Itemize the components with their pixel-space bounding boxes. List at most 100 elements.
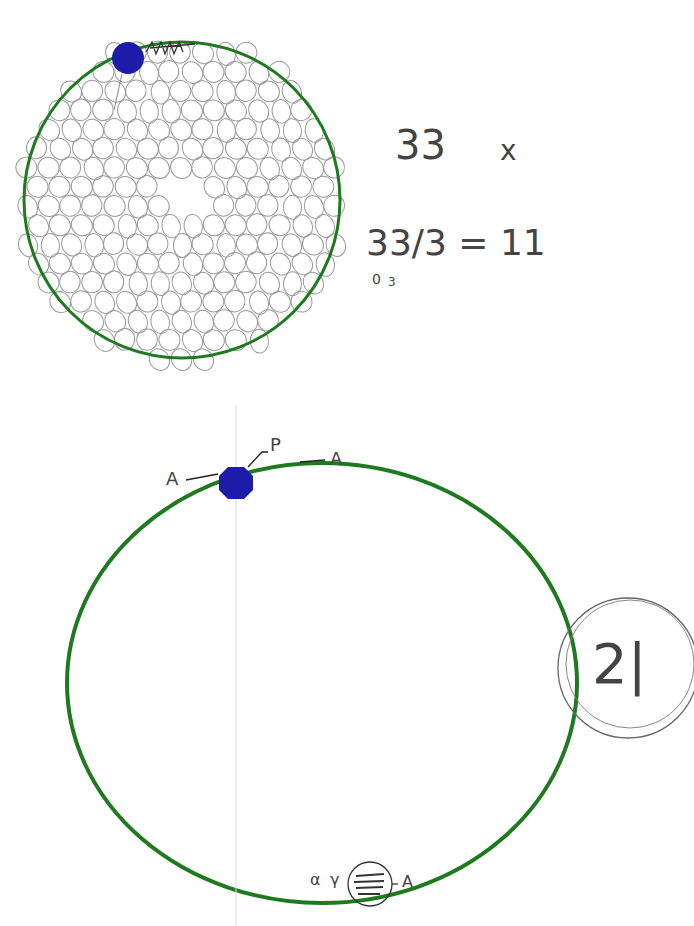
leader-line xyxy=(248,452,268,467)
cell xyxy=(149,309,171,335)
cell xyxy=(199,249,228,278)
cell xyxy=(158,137,179,159)
handwritten-letter: A xyxy=(330,450,342,468)
handwritten-digit: 0 xyxy=(372,272,381,286)
blue-octagon xyxy=(219,467,253,499)
cell xyxy=(283,195,301,219)
cell xyxy=(188,77,217,106)
cell xyxy=(23,172,52,201)
leader-line xyxy=(186,474,218,480)
cell xyxy=(290,212,316,240)
handwritten-letter: A xyxy=(166,470,178,488)
cell xyxy=(182,213,204,239)
cell xyxy=(255,269,283,298)
cell xyxy=(160,213,183,240)
scribble xyxy=(354,874,384,894)
cell xyxy=(298,230,328,260)
cell xyxy=(279,78,305,106)
cell xyxy=(133,211,163,240)
cell xyxy=(113,288,141,317)
cell xyxy=(155,326,184,354)
handwritten-letter: α xyxy=(310,872,321,888)
cell xyxy=(232,153,262,183)
cell xyxy=(266,249,294,278)
cell xyxy=(122,153,152,183)
cell xyxy=(167,345,195,374)
cell xyxy=(188,230,217,259)
cell xyxy=(144,153,174,183)
leader-line xyxy=(114,74,122,110)
circled-number xyxy=(558,598,694,738)
cell xyxy=(234,78,259,103)
cell xyxy=(34,153,63,182)
scribble-circle xyxy=(348,862,392,906)
cell xyxy=(45,173,74,201)
cell xyxy=(189,345,218,375)
cell xyxy=(265,287,295,316)
cell xyxy=(199,58,228,87)
cell xyxy=(215,40,238,67)
cell xyxy=(135,174,159,199)
scribble xyxy=(146,42,195,54)
cell xyxy=(45,211,75,240)
outer-membrane xyxy=(67,463,577,903)
cell xyxy=(257,154,283,182)
cell xyxy=(128,271,149,296)
cell xyxy=(111,172,140,201)
cell xyxy=(166,77,194,105)
cell xyxy=(67,211,97,241)
cell xyxy=(91,288,118,317)
outer-membrane xyxy=(24,42,340,358)
cell xyxy=(245,97,272,126)
cell xyxy=(283,272,301,296)
cell xyxy=(58,230,85,259)
cell xyxy=(45,249,75,279)
cell xyxy=(177,96,207,126)
cell xyxy=(101,306,130,336)
circled-number: 2| xyxy=(592,636,647,692)
handwritten-symbol: x xyxy=(500,137,517,165)
cell xyxy=(173,233,191,257)
handwritten-digit: 3 xyxy=(388,276,396,288)
cell xyxy=(199,211,229,241)
cell xyxy=(289,135,317,164)
cell xyxy=(309,173,337,201)
cell-cluster xyxy=(12,38,348,374)
cell xyxy=(190,269,218,298)
cell xyxy=(278,154,305,183)
cell xyxy=(312,212,337,240)
cell xyxy=(221,58,250,87)
cell xyxy=(80,193,103,217)
circled-number xyxy=(566,600,694,728)
cell xyxy=(221,134,251,164)
cell xyxy=(178,326,206,355)
handwritten-letter: A xyxy=(402,874,413,890)
cell xyxy=(144,115,174,145)
cell xyxy=(133,288,161,316)
cell xyxy=(200,172,229,202)
cell xyxy=(169,269,195,297)
cell xyxy=(144,191,173,220)
cell xyxy=(158,60,180,83)
cell xyxy=(139,99,160,125)
cell xyxy=(125,193,150,221)
cell xyxy=(191,308,217,336)
cell xyxy=(210,269,238,297)
cell xyxy=(67,249,97,279)
blue-dot xyxy=(112,42,144,74)
cell xyxy=(34,191,64,220)
cell xyxy=(15,193,41,221)
cell xyxy=(181,250,206,278)
cell xyxy=(103,270,125,293)
cell xyxy=(159,289,183,316)
cell xyxy=(223,173,250,202)
cell xyxy=(46,134,75,164)
cell xyxy=(81,154,107,182)
cell xyxy=(199,96,229,125)
cell xyxy=(67,172,97,201)
cell xyxy=(199,325,229,354)
leader-line xyxy=(392,883,398,884)
cell xyxy=(100,192,129,221)
cell xyxy=(89,211,118,240)
